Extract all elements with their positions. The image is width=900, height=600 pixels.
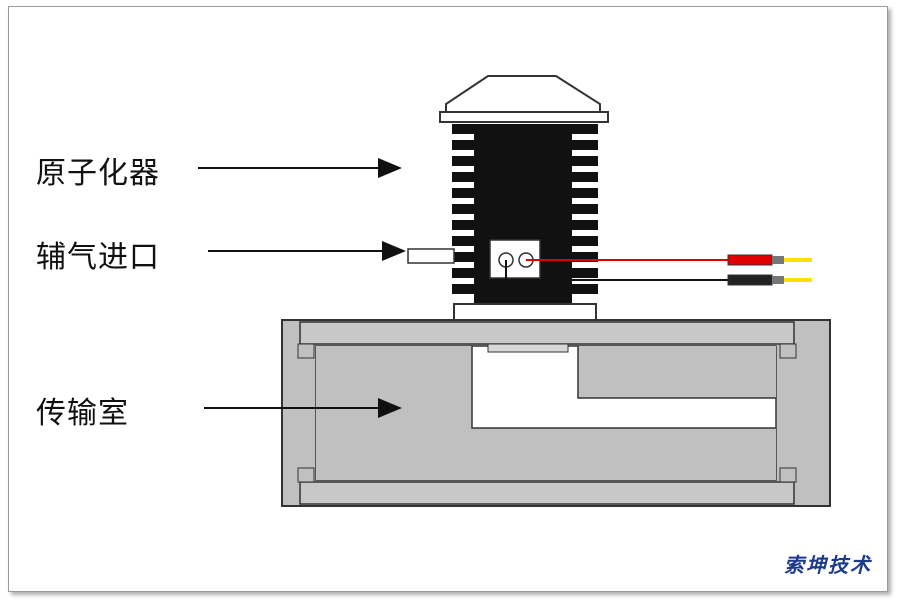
electrode-wires: [505, 254, 812, 286]
aux-gas-inlet-label: 辅气进口: [36, 240, 160, 275]
transfer-chamber-label: 传输室: [36, 396, 129, 431]
atomizer-label: 原子化器: [36, 156, 160, 191]
transfer-chamber: [281, 319, 831, 507]
atomizer: [407, 75, 609, 321]
watermark-logo: 索坤技术: [784, 553, 872, 577]
